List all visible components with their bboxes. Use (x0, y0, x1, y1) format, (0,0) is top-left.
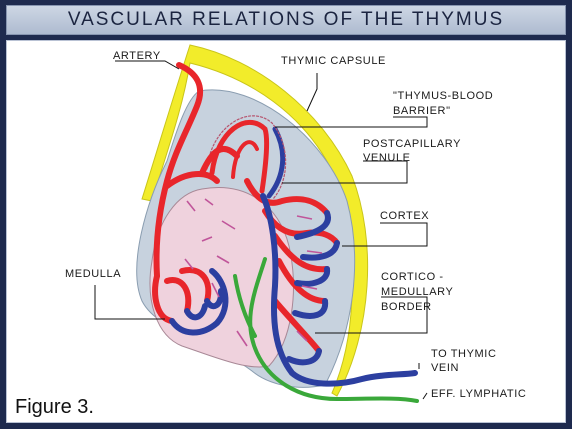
label-artery: ARTERY (113, 50, 161, 62)
figure-caption: Figure 3. (15, 396, 94, 418)
label-cm-line1: CORTICO - (381, 271, 444, 283)
page-title: VASCULAR RELATIONS OF THE THYMUS (67, 9, 505, 30)
diagram-panel: ARTERY THYMIC CAPSULE "THYMUS-BLOOD BARR… (6, 40, 566, 423)
capillary-barrier-loop (206, 115, 287, 200)
veins (169, 193, 418, 387)
label-lymphatic: EFF. LYMPHATIC (431, 388, 526, 400)
label-barrier-line2: BARRIER" (393, 105, 451, 117)
label-venule-line2: VENULE (363, 152, 411, 164)
label-venule-line1: POSTCAPILLARY (363, 138, 461, 150)
label-vein-line2: VEIN (431, 362, 459, 374)
leader-lines (94, 60, 428, 400)
label-cm-line2: MEDULLARY (381, 286, 454, 298)
thymus-diagram: ARTERY THYMIC CAPSULE "THYMUS-BLOOD BARR… (15, 44, 526, 418)
label-cortex: CORTEX (380, 210, 429, 222)
label-vein-line1: TO THYMIC (431, 348, 497, 360)
title-bar: VASCULAR RELATIONS OF THE THYMUS (6, 5, 566, 35)
label-thymic-capsule: THYMIC CAPSULE (281, 55, 386, 67)
label-barrier-line1: "THYMUS-BLOOD (393, 90, 493, 102)
efferent-lymphatic (233, 257, 419, 403)
label-cm-line3: BORDER (381, 301, 432, 313)
label-medulla: MEDULLA (65, 268, 121, 280)
flow-arrows (184, 198, 323, 347)
